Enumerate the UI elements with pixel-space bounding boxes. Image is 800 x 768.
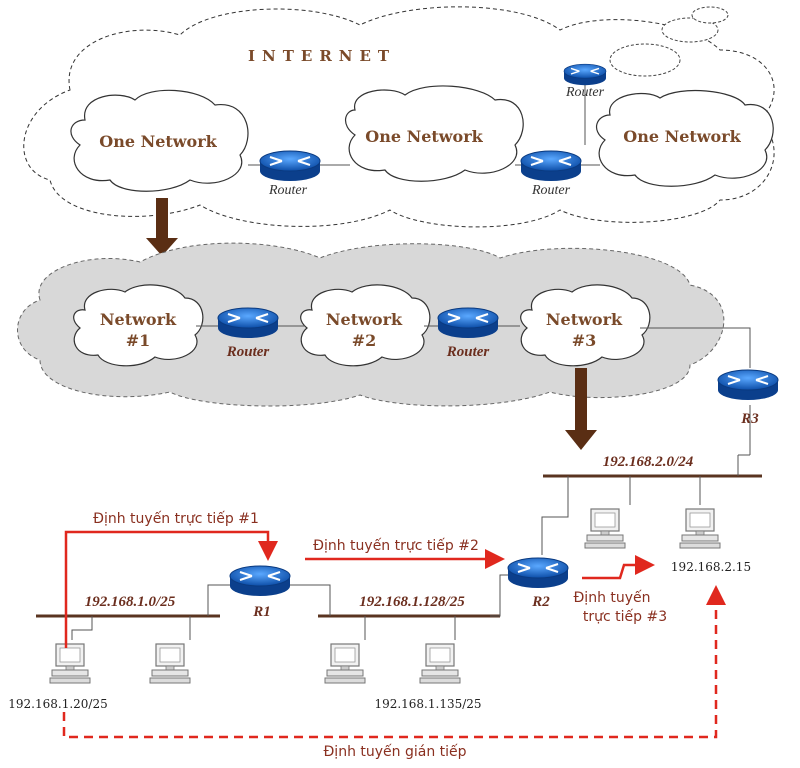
route-indirect-label: Định tuyến gián tiếp — [323, 743, 466, 760]
router-icon — [507, 557, 569, 589]
host-2-ip: 192.168.1.135/25 — [374, 697, 481, 711]
router-icon — [217, 307, 279, 339]
router-label-top-1: Router — [268, 183, 308, 198]
route-indirect — [62, 585, 726, 739]
route-direct-2-label: Định tuyến trực tiếp #2 — [313, 537, 479, 554]
network-2-label: Network — [326, 310, 403, 329]
internet-title: INTERNET — [248, 47, 396, 65]
computer-icon — [324, 643, 366, 684]
network-2-number: #2 — [352, 331, 377, 350]
router-label-top-2: Router — [531, 183, 571, 198]
computer-icon — [679, 508, 721, 549]
lan-links — [71, 476, 701, 640]
cloud-icon — [609, 6, 729, 77]
one-network-label-1: One Network — [99, 132, 217, 151]
host-3-ip: 192.168.2.15 — [671, 560, 751, 574]
network-3-cloud — [520, 284, 651, 367]
router-icon — [437, 307, 499, 339]
network-3-label: Network — [546, 310, 623, 329]
network-1-label: Network — [100, 310, 177, 329]
down-arrow-icon — [565, 368, 597, 450]
down-arrow-icon — [146, 198, 178, 256]
computer-icon — [419, 643, 461, 684]
one-network-label-2: One Network — [365, 127, 483, 146]
router-icon — [259, 150, 321, 182]
network-3-number: #3 — [572, 331, 597, 350]
subnet-3-label: 192.168.2.0/24 — [603, 454, 694, 470]
computer-icon — [584, 508, 626, 549]
middle-links — [196, 325, 751, 368]
computer-icon — [149, 643, 191, 684]
router-icon — [717, 369, 779, 401]
router-label-top-3: Router — [565, 85, 605, 100]
route-direct-3-label-2: trực tiếp #3 — [583, 608, 667, 625]
route-direct-1-label: Định tuyến trực tiếp #1 — [93, 510, 259, 527]
subnet-2-label: 192.168.1.128/25 — [359, 594, 465, 610]
router-icon — [520, 150, 582, 182]
network-1-number: #1 — [126, 331, 151, 350]
route-direct-1 — [64, 530, 278, 648]
router-label-mid-1: Router — [226, 344, 270, 360]
router-r1-label: R1 — [252, 604, 271, 620]
route-direct-3-label-1: Định tuyến — [573, 589, 650, 606]
router-icon — [229, 565, 291, 597]
router-icon — [563, 63, 607, 86]
one-network-cloud-3 — [595, 89, 774, 187]
network-2-cloud — [300, 284, 431, 367]
one-network-label-3: One Network — [623, 127, 741, 146]
host-1-ip: 192.168.1.20/25 — [8, 697, 107, 711]
router-label-mid-2: Router — [446, 344, 490, 360]
one-network-cloud-1 — [70, 89, 249, 192]
subnet-1-label: 192.168.1.0/25 — [85, 594, 176, 610]
one-network-cloud-2 — [345, 85, 524, 182]
computer-icon — [49, 643, 91, 684]
router-r2-label: R2 — [531, 594, 550, 610]
network-1-cloud — [73, 284, 204, 367]
route-direct-3 — [582, 555, 655, 580]
